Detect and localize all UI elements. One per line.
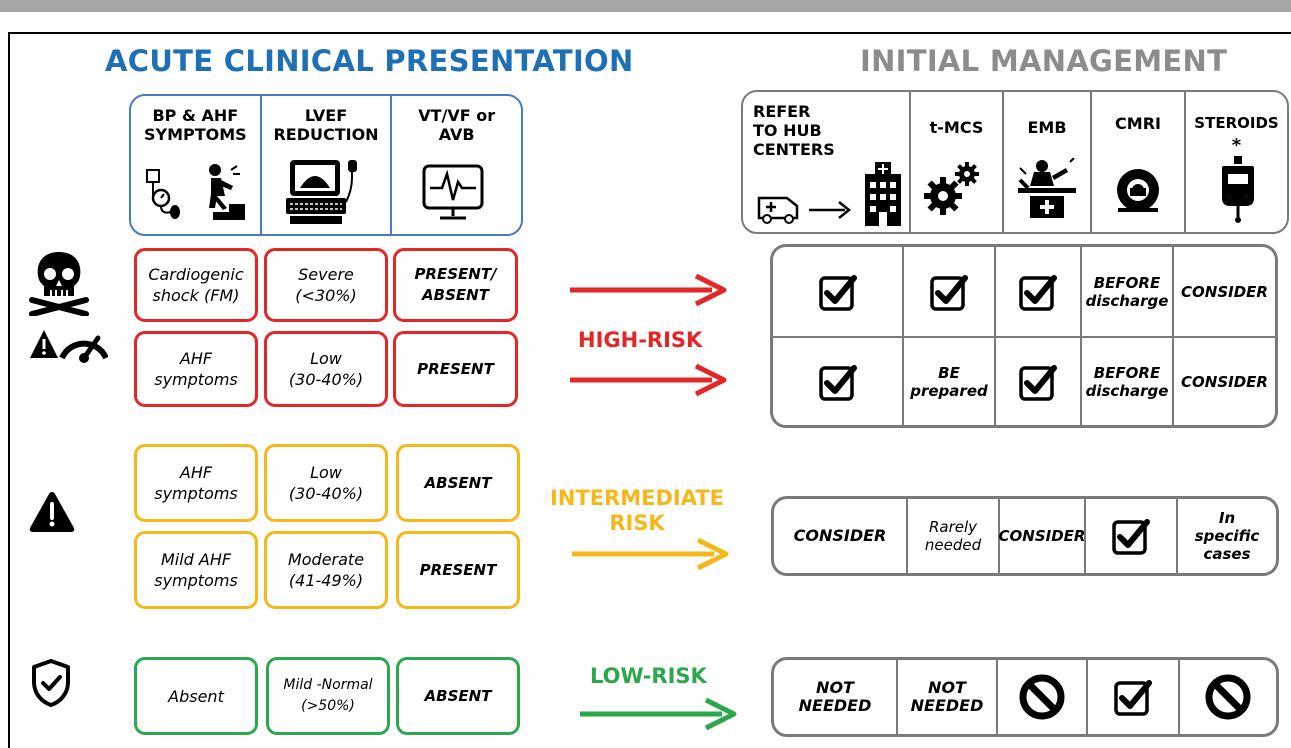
- header-emb-label: EMB: [1027, 118, 1067, 137]
- mgmt-row-high-1: BEFORE discharge CONSIDER: [773, 247, 1275, 338]
- mgmt-hr2-refer: [773, 338, 904, 425]
- ultrasound-machine-icon: [284, 158, 366, 228]
- mgmt-ir-refer: CONSIDER: [774, 499, 908, 573]
- header-lvef: LVEF REDUCTION: [262, 96, 393, 234]
- risk-label-high: HIGH-RISK: [578, 328, 703, 352]
- cell-ir2-arrhythmia: PRESENT: [396, 531, 520, 609]
- ecg-monitor-icon: [422, 164, 484, 222]
- management-low-risk: NOT NEEDED NOT NEEDED: [771, 657, 1279, 737]
- cell-hr1-arrhythmia: PRESENT/ ABSENT: [393, 248, 518, 322]
- skull-crossbones-icon: [28, 250, 90, 316]
- mgmt-hr1-steroids: CONSIDER: [1181, 282, 1268, 301]
- mgmt-hr2-steroids: CONSIDER: [1181, 372, 1268, 391]
- high-risk-arrows: [570, 273, 727, 397]
- mgmt-row-high-2: BE prepared BEFORE discharge CONSIDER: [773, 338, 1275, 425]
- cell-ir2-lvef: Moderate (41-49%): [264, 531, 388, 609]
- header-steroids-asterisk: *: [1231, 135, 1242, 156]
- mgmt-hr2-tmcs: BE prepared: [904, 338, 996, 425]
- arrow-high-2: [570, 363, 727, 397]
- cell-hr2-arrhythmia: PRESENT: [393, 331, 518, 407]
- cell-ir1-arrhythmia: ABSENT: [396, 444, 520, 522]
- mgmt-lr-emb: [998, 660, 1088, 734]
- checkbox-icon: [1018, 362, 1058, 402]
- patient-climbing-icon: [191, 162, 251, 224]
- ambulance-icon: [757, 192, 853, 224]
- iv-bag-icon: [1220, 156, 1256, 224]
- mgmt-hr1-emb: [996, 247, 1082, 336]
- title-acute-clinical-presentation: ACUTE CLINICAL PRESENTATION: [105, 44, 634, 78]
- header-tmcs-label: t-MCS: [929, 118, 984, 137]
- header-bp-ahf-label: BP & AHF SYMPTOMS: [143, 106, 247, 144]
- risk-label-intermediate: INTERMEDIATE RISK: [550, 486, 725, 535]
- mgmt-ir-emb: CONSIDER: [999, 499, 1086, 573]
- header-steroids-label: STEROIDS: [1194, 114, 1279, 132]
- mgmt-hr2-cmri: BEFORE discharge: [1082, 338, 1174, 425]
- header-steroids: STEROIDS *: [1186, 92, 1287, 232]
- mgmt-ir-cmri: [1086, 499, 1178, 573]
- checkbox-icon: [818, 362, 858, 402]
- presentation-header: BP & AHF SYMPTOMS LVEF REDUCTION VT/VF o…: [129, 94, 523, 236]
- mgmt-lr-refer: NOT NEEDED: [774, 660, 898, 734]
- cell-ir1-symptoms: AHF symptoms: [134, 444, 258, 522]
- warning-triangle-icon: [28, 490, 76, 534]
- mgmt-hr1-cmri: BEFORE discharge: [1082, 247, 1174, 336]
- cell-lr-arrhythmia: ABSENT: [396, 657, 520, 735]
- mgmt-hr1-refer: [773, 247, 904, 336]
- diagram-frame: [8, 32, 1291, 748]
- checkbox-icon: [818, 272, 858, 312]
- mri-scanner-icon: [1114, 166, 1162, 214]
- cell-ir2-symptoms: Mild AHF symptoms: [134, 531, 258, 609]
- header-refer-hub-label: REFER TO HUB CENTERS: [753, 102, 835, 159]
- arrow-high-1: [570, 273, 727, 307]
- mgmt-lr-cmri: [1088, 660, 1180, 734]
- top-rule: [0, 0, 1291, 12]
- cell-hr1-symptoms: Cardiogenic shock (FM): [134, 248, 258, 322]
- cell-hr2-lvef: Low (30-40%): [264, 331, 388, 407]
- header-bp-ahf: BP & AHF SYMPTOMS: [131, 96, 262, 234]
- arrow-intermediate: [572, 537, 729, 571]
- cell-ir1-lvef: Low (30-40%): [264, 444, 388, 522]
- header-tmcs: t-MCS: [911, 92, 1004, 232]
- risk-label-low: LOW-RISK: [590, 664, 707, 688]
- mgmt-hr1-tmcs: [904, 247, 996, 336]
- management-intermediate-risk: CONSIDER Rarely needed CONSIDER In speci…: [771, 496, 1279, 576]
- cell-lr-lvef: Mild -Normal (>50%): [266, 657, 390, 735]
- gears-icon: [923, 158, 985, 216]
- checkbox-icon: [929, 272, 969, 312]
- header-cmri: CMRI: [1092, 92, 1186, 232]
- title-initial-management: INITIAL MANAGEMENT: [860, 44, 1228, 78]
- mgmt-hr2-emb: [996, 338, 1082, 425]
- header-refer-hub: REFER TO HUB CENTERS: [743, 92, 911, 232]
- header-lvef-label: LVEF REDUCTION: [273, 106, 379, 144]
- prohibit-icon: [1203, 672, 1253, 722]
- cell-lr-symptoms: Absent: [134, 657, 258, 735]
- mgmt-ir-steroids: In specific cases: [1194, 509, 1260, 563]
- prohibit-icon: [1017, 672, 1067, 722]
- biopsy-bed-icon: [1016, 158, 1078, 220]
- mgmt-row-intermediate: CONSIDER Rarely needed CONSIDER In speci…: [774, 499, 1276, 573]
- header-vt-vf: VT/VF or AVB: [392, 96, 521, 234]
- cell-hr1-lvef: Severe (<30%): [264, 248, 388, 322]
- management-high-risk: BEFORE discharge CONSIDER BE prepared BE…: [770, 244, 1278, 428]
- blood-pressure-icon: [143, 164, 185, 222]
- mgmt-ir-tmcs: Rarely needed: [908, 499, 1000, 573]
- header-emb: EMB: [1004, 92, 1092, 232]
- header-cmri-label: CMRI: [1115, 114, 1161, 133]
- header-vt-vf-label: VT/VF or AVB: [418, 106, 496, 144]
- cell-hr2-symptoms: AHF symptoms: [134, 331, 258, 407]
- management-header: REFER TO HUB CENTERS t-MCS EMB CMRI STER…: [741, 90, 1289, 234]
- checkbox-icon: [1111, 516, 1151, 556]
- gauge-warning-icon: [28, 328, 108, 368]
- mgmt-lr-tmcs: NOT NEEDED: [898, 660, 998, 734]
- arrow-low: [580, 697, 737, 731]
- checkbox-icon: [1113, 677, 1153, 717]
- checkbox-icon: [1018, 272, 1058, 312]
- hospital-building-icon: [863, 158, 903, 228]
- shield-check-icon: [30, 658, 72, 708]
- mgmt-row-low: NOT NEEDED NOT NEEDED: [774, 660, 1276, 734]
- mgmt-lr-steroids: [1180, 660, 1276, 734]
